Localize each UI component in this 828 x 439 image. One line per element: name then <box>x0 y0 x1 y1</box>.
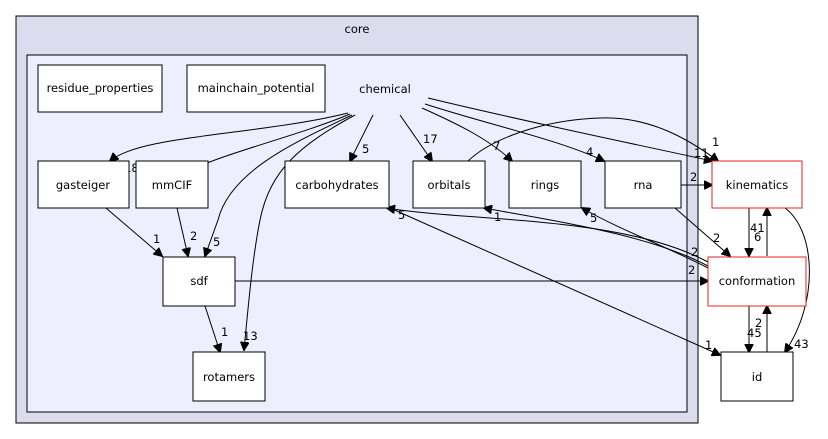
node-gasteiger-box[interactable] <box>37 160 130 209</box>
edge-mmcif-sdf <box>176 207 188 256</box>
node-rings-box[interactable] <box>508 160 582 209</box>
node-mmcif-box[interactable] <box>135 160 209 209</box>
label-conformation-rings: 5 <box>590 211 597 225</box>
edge-chemical-orbitals <box>399 114 432 161</box>
edge-conformation-orbitals <box>484 208 709 267</box>
label-mmcif-sdf: 2 <box>190 229 197 243</box>
node-rna-label[interactable]: rna <box>634 178 653 192</box>
node-orbitals-box[interactable] <box>412 160 486 209</box>
cluster-core-label[interactable]: core <box>345 22 370 36</box>
node-rings[interactable]: rings <box>508 160 582 209</box>
label-carbohydrates-id-head: 1 <box>705 338 712 352</box>
edge-chemical-rna <box>424 103 604 161</box>
label-conformation-id: 45 <box>747 326 762 340</box>
edge-chemical-sdf <box>205 114 353 256</box>
node-mainchain-potential[interactable]: mainchain_potential <box>186 64 326 113</box>
node-kinematics[interactable]: kinematics <box>711 160 803 209</box>
node-orbitals-label[interactable]: orbitals <box>427 178 470 192</box>
node-carbohydrates-label[interactable]: carbohydrates <box>295 178 378 192</box>
node-residue-properties-label[interactable]: residue_properties <box>47 81 154 95</box>
label-rna-kinematics: 2 <box>690 170 697 184</box>
node-conformation-box[interactable] <box>707 256 807 307</box>
node-mmcif-label[interactable]: mmCIF <box>152 178 192 192</box>
node-conformation[interactable]: conformation <box>707 256 807 307</box>
node-rotamers-label[interactable]: rotamers <box>203 370 255 384</box>
edge-chemical-carbohydrates <box>350 114 374 161</box>
node-id[interactable]: id <box>720 351 794 402</box>
label-chemical-kinematics: 11 <box>694 146 709 160</box>
node-sdf-box[interactable] <box>162 256 236 307</box>
node-sdf[interactable]: sdf <box>162 256 236 307</box>
label-conformation-carbohydrates: 2 <box>691 245 698 259</box>
node-carbohydrates-box[interactable] <box>284 160 390 209</box>
label-chemical-carbohydrates: 5 <box>362 142 369 156</box>
node-rotamers[interactable]: rotamers <box>192 351 266 402</box>
edge-kinematics-id <box>785 207 810 352</box>
edge-sdf-rotamers <box>204 305 220 352</box>
cluster-chemical-box <box>26 54 688 413</box>
node-rings-label[interactable]: rings <box>531 178 560 192</box>
edges <box>105 97 810 355</box>
label-kinematics-id: 43 <box>794 337 809 351</box>
label-kinematics-conformation: 41 <box>750 221 765 235</box>
node-sdf-label[interactable]: sdf <box>190 274 208 288</box>
edge-chemical-rotamers <box>244 114 356 350</box>
label-chemical-sdf: 5 <box>213 235 220 249</box>
label-chemical-rna: 4 <box>586 145 593 159</box>
node-residue-properties[interactable]: residue_properties <box>37 64 163 113</box>
node-carbohydrates[interactable]: carbohydrates <box>284 160 390 209</box>
cluster-chemical-label[interactable]: chemical <box>359 82 411 96</box>
label-gasteiger-sdf: 1 <box>153 232 160 246</box>
node-orbitals[interactable]: orbitals <box>412 160 486 209</box>
label-sdf-rotamers: 1 <box>221 325 228 339</box>
node-kinematics-label[interactable]: kinematics <box>726 178 789 192</box>
edge-orbitals-kinematics <box>467 117 718 161</box>
node-mmcif[interactable]: mmCIF <box>135 160 209 209</box>
label-rna-conformation: 2 <box>713 231 720 245</box>
edge-conformation-carbohydrates <box>387 208 709 263</box>
edge-chemical-gasteiger <box>110 112 349 161</box>
label-sdf-conformation: 2 <box>688 263 695 277</box>
label-chemical-rotamers: 13 <box>243 329 258 343</box>
label-conformation-kinematics: 6 <box>754 230 761 244</box>
label-id-conformation: 2 <box>755 316 762 330</box>
node-rna-box[interactable] <box>604 160 682 209</box>
label-orbitals-kinematics: 1 <box>712 135 719 149</box>
edge-carbohydrates-id <box>389 207 720 355</box>
cluster-chemical <box>26 54 688 413</box>
label-chemical-rings: 7 <box>493 139 500 153</box>
node-rotamers-box[interactable] <box>192 351 266 402</box>
node-gasteiger[interactable]: gasteiger <box>37 160 130 209</box>
edge-chemical-rings <box>421 107 512 161</box>
node-gasteiger-label[interactable]: gasteiger <box>56 178 110 192</box>
node-mainchain-potential-label[interactable]: mainchain_potential <box>198 81 315 95</box>
label-chemical-orbitals: 17 <box>423 132 438 146</box>
node-id-box[interactable] <box>720 351 794 402</box>
node-mainchain-potential-box[interactable] <box>186 64 326 113</box>
node-kinematics-box[interactable] <box>711 160 803 209</box>
edge-gasteiger-sdf <box>105 207 162 256</box>
node-id-label[interactable]: id <box>752 370 763 384</box>
edge-chemical-kinematics <box>427 97 712 161</box>
edge-labels: 18 2 5 13 5 17 7 4 11 1 2 1 2 1 2 5 1 1 … <box>124 132 809 352</box>
node-residue-properties-box[interactable] <box>37 64 163 113</box>
label-conformation-orbitals: 1 <box>494 210 501 224</box>
node-rna[interactable]: rna <box>604 160 682 209</box>
edge-rna-conformation <box>674 207 730 256</box>
label-carbohydrates-id: 5 <box>398 208 405 222</box>
node-conformation-label[interactable]: conformation <box>719 274 796 288</box>
